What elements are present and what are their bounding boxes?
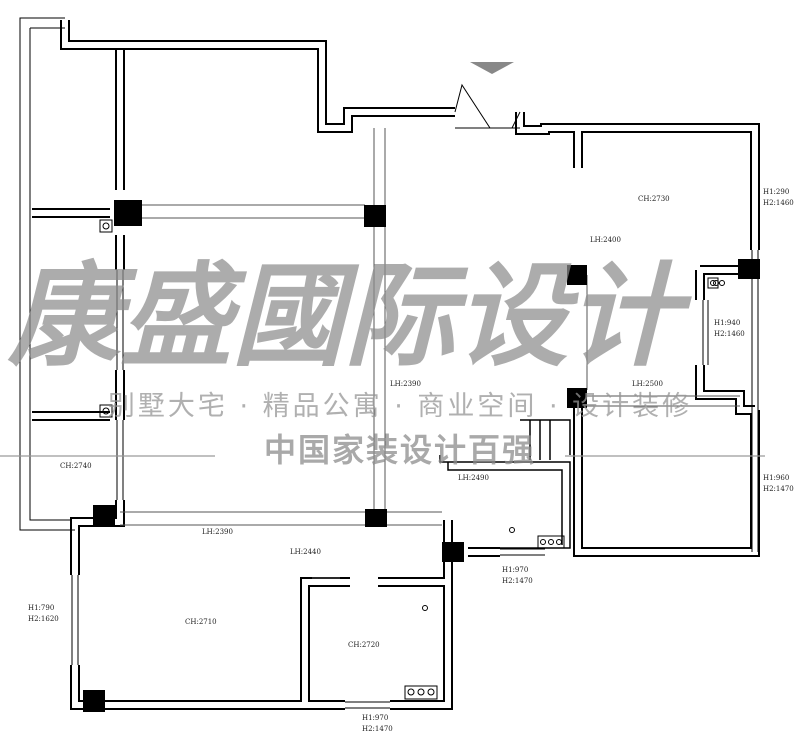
window-h2: H2:1470 bbox=[763, 485, 794, 493]
window-h1: H1:960 bbox=[763, 474, 790, 482]
watermark-services-row: 别墅大宅 · 精品公寓 · 商业空间 · 设计装修 bbox=[0, 392, 800, 425]
window-h2: H2:1470 bbox=[362, 725, 393, 733]
stair-and-counter bbox=[439, 419, 571, 549]
balcony-outline bbox=[19, 17, 75, 531]
watermark-rule-left bbox=[0, 455, 215, 457]
beam-height-label: LH:2400 bbox=[590, 236, 621, 244]
window-h1: H1:940 bbox=[714, 319, 741, 327]
watermark-tagline: 中国家装设计百强 bbox=[263, 431, 536, 469]
watermark-tagline-row: 中国家装设计百强 bbox=[0, 432, 800, 474]
ceiling-height-label: CH:2720 bbox=[348, 641, 380, 649]
ceiling-height-label: CH:2730 bbox=[638, 195, 670, 203]
window-h2: H2:1460 bbox=[763, 199, 794, 207]
beam-height-label: LH:2500 bbox=[632, 380, 663, 388]
beam-height-label: LH:2490 bbox=[458, 474, 489, 482]
beam-height-label: LH:2390 bbox=[202, 528, 233, 536]
fixtures bbox=[99, 219, 725, 700]
beams bbox=[120, 128, 740, 579]
entrance-arrow-icon bbox=[470, 62, 514, 74]
window-h1: H1:790 bbox=[28, 604, 55, 612]
beam-height-label: LH:2440 bbox=[290, 548, 321, 556]
watermark-services: 别墅大宅 · 精品公寓 · 商业空间 · 设计装修 bbox=[107, 391, 693, 422]
watermark-rule-right bbox=[565, 455, 765, 457]
window-h1: H1:970 bbox=[502, 566, 529, 574]
columns bbox=[83, 200, 760, 712]
ceiling-height-label: CH:2740 bbox=[60, 462, 92, 470]
walls bbox=[32, 20, 760, 710]
window-h1: H1:970 bbox=[362, 714, 389, 722]
window-h2: H2:1470 bbox=[502, 577, 533, 585]
window-h1: H1:290 bbox=[763, 188, 790, 196]
watermark-brand: 康盛國际设计 bbox=[8, 252, 680, 382]
window-h2: H2:1620 bbox=[28, 615, 59, 623]
entrance-door bbox=[454, 83, 521, 129]
ceiling-height-label: CH:2710 bbox=[185, 618, 217, 626]
window-h2: H2:1460 bbox=[714, 330, 745, 338]
beam-height-label: LH:2390 bbox=[390, 380, 421, 388]
